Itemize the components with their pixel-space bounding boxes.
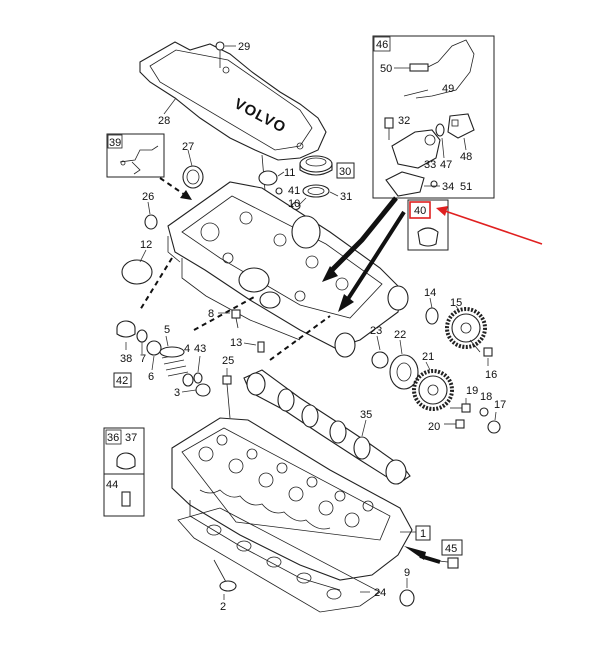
label-29: 29 <box>238 41 250 53</box>
label-39: 39 <box>109 137 121 149</box>
camshaft-seal[interactable] <box>182 165 204 189</box>
seal-ring[interactable] <box>144 214 158 230</box>
label-3: 3 <box>174 387 180 399</box>
bolt-8[interactable] <box>231 309 241 329</box>
label-49: 49 <box>442 83 454 95</box>
label-9: 9 <box>404 567 410 579</box>
svg-text:1: 1 <box>420 528 426 540</box>
tappet-38[interactable] <box>116 320 136 338</box>
valve-spring-5[interactable] <box>159 346 189 377</box>
oring-10[interactable] <box>291 201 301 211</box>
label-48: 48 <box>460 151 472 163</box>
label-47: 47 <box>440 159 452 171</box>
pin-13[interactable] <box>257 341 265 353</box>
label-22: 22 <box>394 329 406 341</box>
tappet-box-36 <box>103 427 145 517</box>
label-28: 28 <box>158 115 170 127</box>
svg-text:30: 30 <box>339 166 351 178</box>
seal-23[interactable] <box>371 351 389 369</box>
plug-40-box[interactable] <box>407 199 449 251</box>
seal-14[interactable] <box>425 307 439 325</box>
label-51: 51 <box>460 181 472 193</box>
label-18: 18 <box>480 391 492 403</box>
label-38: 38 <box>120 353 132 365</box>
vvt-solenoid-box <box>372 35 495 199</box>
label-31: 31 <box>340 191 352 203</box>
seal-4[interactable] <box>182 373 194 387</box>
seal-43[interactable] <box>193 372 203 384</box>
washer-18[interactable] <box>479 407 489 417</box>
bolt-16[interactable] <box>469 339 493 357</box>
label-32: 32 <box>398 115 410 127</box>
label-15: 15 <box>450 297 462 309</box>
label-5: 5 <box>164 324 170 336</box>
head-gasket[interactable] <box>177 507 381 613</box>
head-bolt-25[interactable] <box>222 375 232 419</box>
washer-3[interactable] <box>195 383 211 397</box>
engine-cover[interactable]: VOLVO <box>139 41 327 161</box>
label-2: 2 <box>220 601 226 613</box>
label-11: 11 <box>284 167 295 179</box>
oring-9[interactable] <box>399 589 415 607</box>
vvt-unit-22[interactable] <box>389 354 419 390</box>
camshaft[interactable] <box>243 369 411 485</box>
bolt-20[interactable] <box>444 419 465 429</box>
svg-text:45: 45 <box>445 543 457 555</box>
cap-seal-31[interactable] <box>302 184 330 198</box>
label-box-1: 1 <box>415 525 431 541</box>
cover-bolt[interactable] <box>215 41 225 68</box>
cover-plug[interactable] <box>121 259 153 285</box>
label-27: 27 <box>182 141 194 153</box>
label-16: 16 <box>485 369 497 381</box>
bolt-19[interactable] <box>450 403 471 413</box>
label-25: 25 <box>222 355 234 367</box>
label-6: 6 <box>148 371 154 383</box>
label-14: 14 <box>424 287 436 299</box>
label-37: 37 <box>125 432 137 444</box>
camshaft-sprocket-15[interactable] <box>445 307 487 349</box>
label-42: 42 <box>116 375 128 387</box>
valve-spring-seat-6[interactable] <box>146 340 162 356</box>
highlight-arrow <box>436 206 543 245</box>
label-21: 21 <box>422 351 434 363</box>
label-box-45: 45 <box>441 539 463 556</box>
label-40: 40 <box>414 205 426 217</box>
label-35: 35 <box>360 409 372 421</box>
box-42 <box>113 372 132 388</box>
bracket-box <box>106 133 165 178</box>
label-17: 17 <box>494 399 506 411</box>
label-12: 12 <box>140 239 152 251</box>
label-41: 41 <box>288 185 300 197</box>
valve-keeper-7[interactable] <box>136 329 148 343</box>
label-7: 7 <box>140 353 146 365</box>
oil-seal-11[interactable] <box>258 170 278 186</box>
label-50: 50 <box>380 63 392 75</box>
label-19: 19 <box>466 385 478 397</box>
label-26: 26 <box>142 191 154 203</box>
label-8: 8 <box>208 308 214 320</box>
label-23: 23 <box>370 325 382 337</box>
label-24: 24 <box>374 587 386 599</box>
label-44: 44 <box>106 479 118 491</box>
label-43: 43 <box>194 343 206 355</box>
oring-17[interactable] <box>487 420 501 434</box>
label-20: 20 <box>428 421 440 433</box>
valve[interactable] <box>213 559 237 592</box>
label-box-30: 30 <box>336 162 355 179</box>
label-33: 33 <box>424 159 436 171</box>
camshaft-sprocket-21[interactable] <box>412 369 454 411</box>
label-34: 34 <box>442 181 454 193</box>
label-36: 36 <box>107 432 119 444</box>
cylinder-head[interactable] <box>171 417 413 591</box>
label-46: 46 <box>376 39 388 51</box>
oil-filler-cap[interactable] <box>299 155 333 176</box>
washer-41[interactable] <box>275 187 283 195</box>
label-4: 4 <box>184 343 190 355</box>
label-13: 13 <box>230 337 242 349</box>
label-10: 10 <box>288 198 300 210</box>
